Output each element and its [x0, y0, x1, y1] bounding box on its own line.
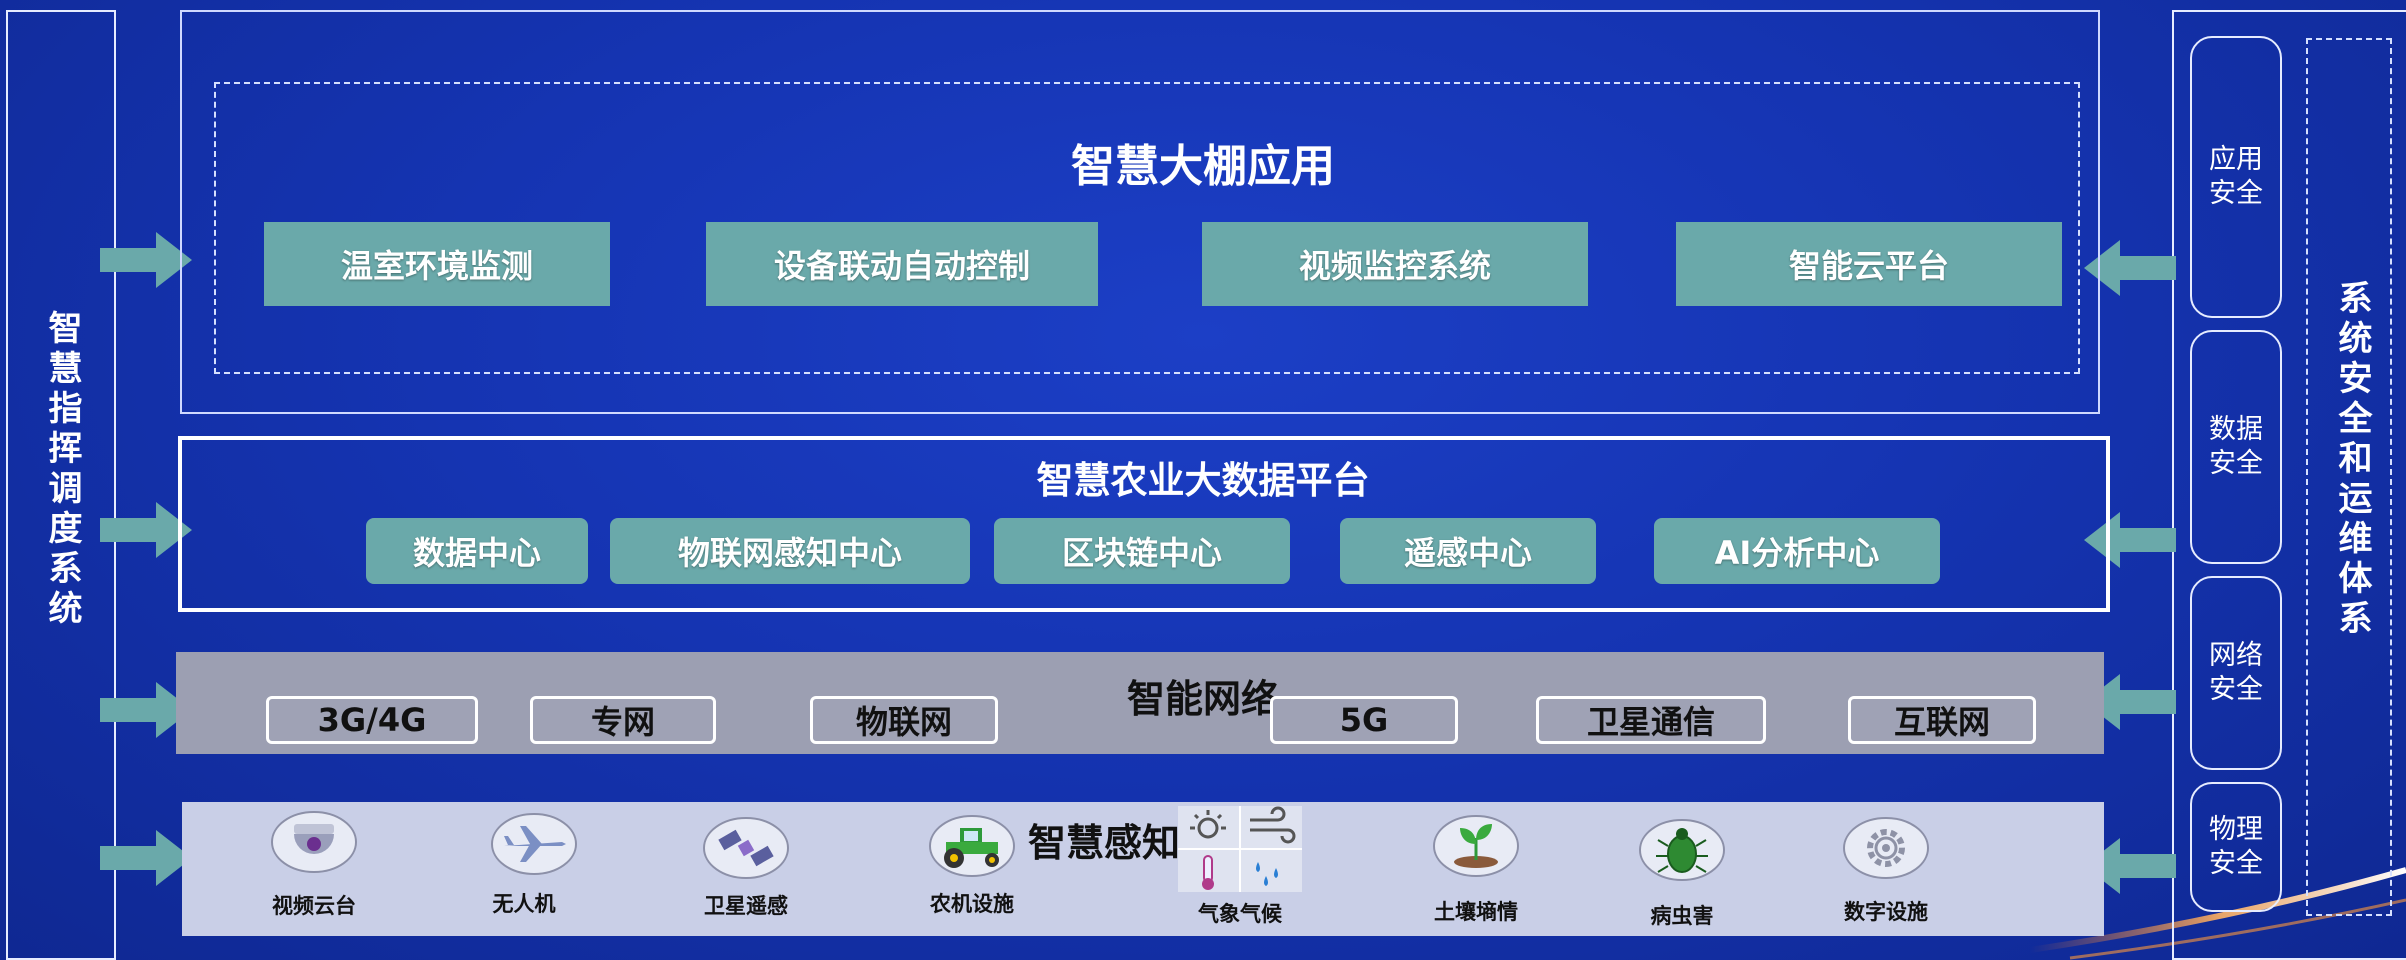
- security-system-dashed-frame: [2306, 38, 2392, 916]
- network-item-3g4g: 3G/4G: [266, 696, 478, 744]
- beetle-icon: [1639, 819, 1725, 881]
- command-system-title: 智慧指挥调度系统: [42, 310, 82, 630]
- arrow-left-icon: [2084, 674, 2176, 730]
- perception-item-label: 病虫害: [1650, 904, 1714, 928]
- airplane-icon: [491, 813, 577, 875]
- arrow-right-icon: [100, 502, 192, 558]
- bigdata-layer-title: 智慧农业大数据平台: [1036, 459, 1370, 502]
- decorative-glow: [2030, 867, 2406, 960]
- sprout-icon: [1433, 815, 1519, 877]
- perception-item-label: 视频云台: [272, 894, 356, 918]
- arrow-right-icon: [100, 682, 192, 738]
- dome-camera-icon: [271, 811, 357, 873]
- perception-item-label: 气象气候: [1198, 902, 1282, 926]
- security-item-label: 数据安全: [2209, 414, 2263, 479]
- weather-icon: [1178, 806, 1302, 892]
- bigdata-module-remote-sensing-center: 遥感中心: [1340, 518, 1596, 584]
- security-item-network: 网络安全: [2190, 576, 2282, 770]
- perception-item-label: 卫星遥感: [704, 894, 788, 918]
- security-system-title: 系统安全和运维体系: [2332, 280, 2372, 640]
- security-item-app: 应用安全: [2190, 36, 2282, 318]
- app-layer-title: 智慧大棚应用: [1071, 141, 1335, 192]
- bigdata-layer-frame: [178, 436, 2110, 612]
- network-layer-title: 智能网络: [1126, 677, 1279, 721]
- security-item-label: 应用安全: [2209, 144, 2263, 209]
- perception-item-label: 数字设施: [1844, 900, 1928, 924]
- security-item-physical: 物理安全: [2190, 782, 2282, 912]
- bigdata-module-iot-center: 物联网感知中心: [610, 518, 970, 584]
- command-system-panel: [6, 10, 116, 960]
- security-item-data: 数据安全: [2190, 330, 2282, 564]
- bigdata-module-ai-center: AI分析中心: [1654, 518, 1940, 584]
- perception-item-label: 土壤墒情: [1434, 900, 1518, 924]
- network-item-5g: 5G: [1270, 696, 1458, 744]
- app-module-cloud-platform: 智能云平台: [1676, 222, 2062, 306]
- bigdata-module-data-center: 数据中心: [366, 518, 588, 584]
- app-layer-dashed-frame: [214, 82, 2080, 374]
- arrow-right-icon: [100, 830, 192, 886]
- network-item-private: 专网: [530, 696, 716, 744]
- tractor-icon: [929, 815, 1015, 877]
- arrow-left-icon: [2084, 240, 2176, 296]
- security-item-label: 网络安全: [2209, 640, 2263, 705]
- app-module-auto-control: 设备联动自动控制: [706, 222, 1098, 306]
- app-layer-frame: [180, 10, 2100, 414]
- bigdata-module-blockchain-center: 区块链中心: [994, 518, 1290, 584]
- arrow-left-icon: [2084, 838, 2176, 894]
- perception-layer-title: 智慧感知: [1028, 821, 1181, 865]
- network-item-internet: 互联网: [1848, 696, 2036, 744]
- security-system-panel: [2172, 10, 2406, 960]
- security-item-label: 物理安全: [2209, 814, 2263, 879]
- network-item-satellite: 卫星通信: [1536, 696, 1766, 744]
- perception-item-label: 农机设施: [930, 892, 1014, 916]
- app-module-video-monitor: 视频监控系统: [1202, 222, 1588, 306]
- network-layer-bar: [176, 652, 2104, 754]
- gear-icon: [1843, 817, 1929, 879]
- app-module-environment: 温室环境监测: [264, 222, 610, 306]
- satellite-icon: [703, 817, 789, 879]
- perception-item-label: 无人机: [492, 892, 556, 916]
- network-item-iot: 物联网: [810, 696, 998, 744]
- arrow-right-icon: [100, 232, 192, 288]
